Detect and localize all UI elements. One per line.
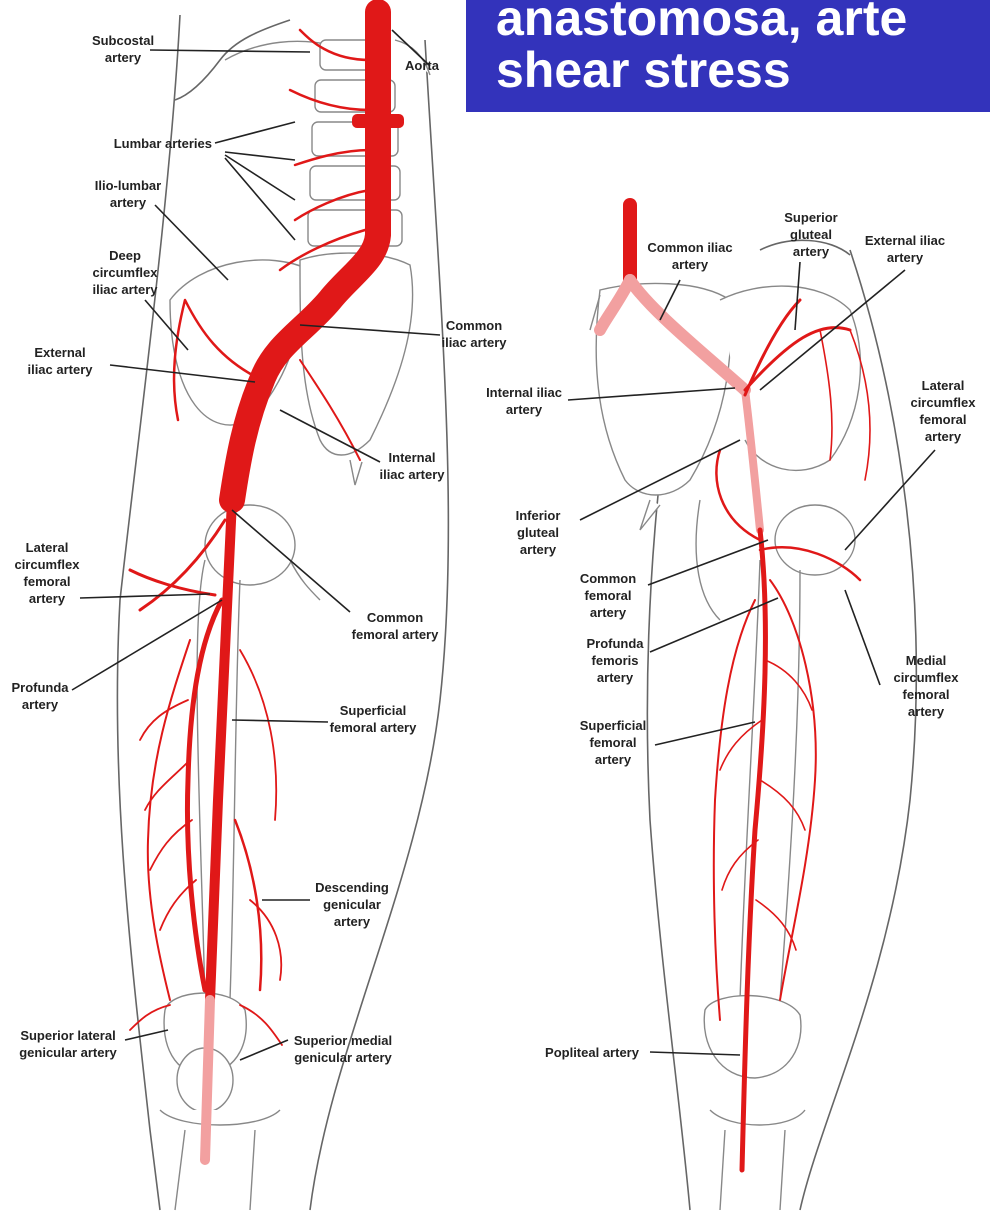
label-lumbar-arteries: Lumbar arteries bbox=[114, 136, 212, 151]
slide-title-banner: anastomosa, arte shear stress bbox=[466, 0, 990, 112]
label-popliteal-artery: Popliteal artery bbox=[545, 1045, 640, 1060]
slide-title-line-1: anastomosa, arte bbox=[496, 0, 990, 44]
slide-title-line-2: shear stress bbox=[496, 44, 990, 96]
label-aorta: Aorta bbox=[405, 58, 440, 73]
